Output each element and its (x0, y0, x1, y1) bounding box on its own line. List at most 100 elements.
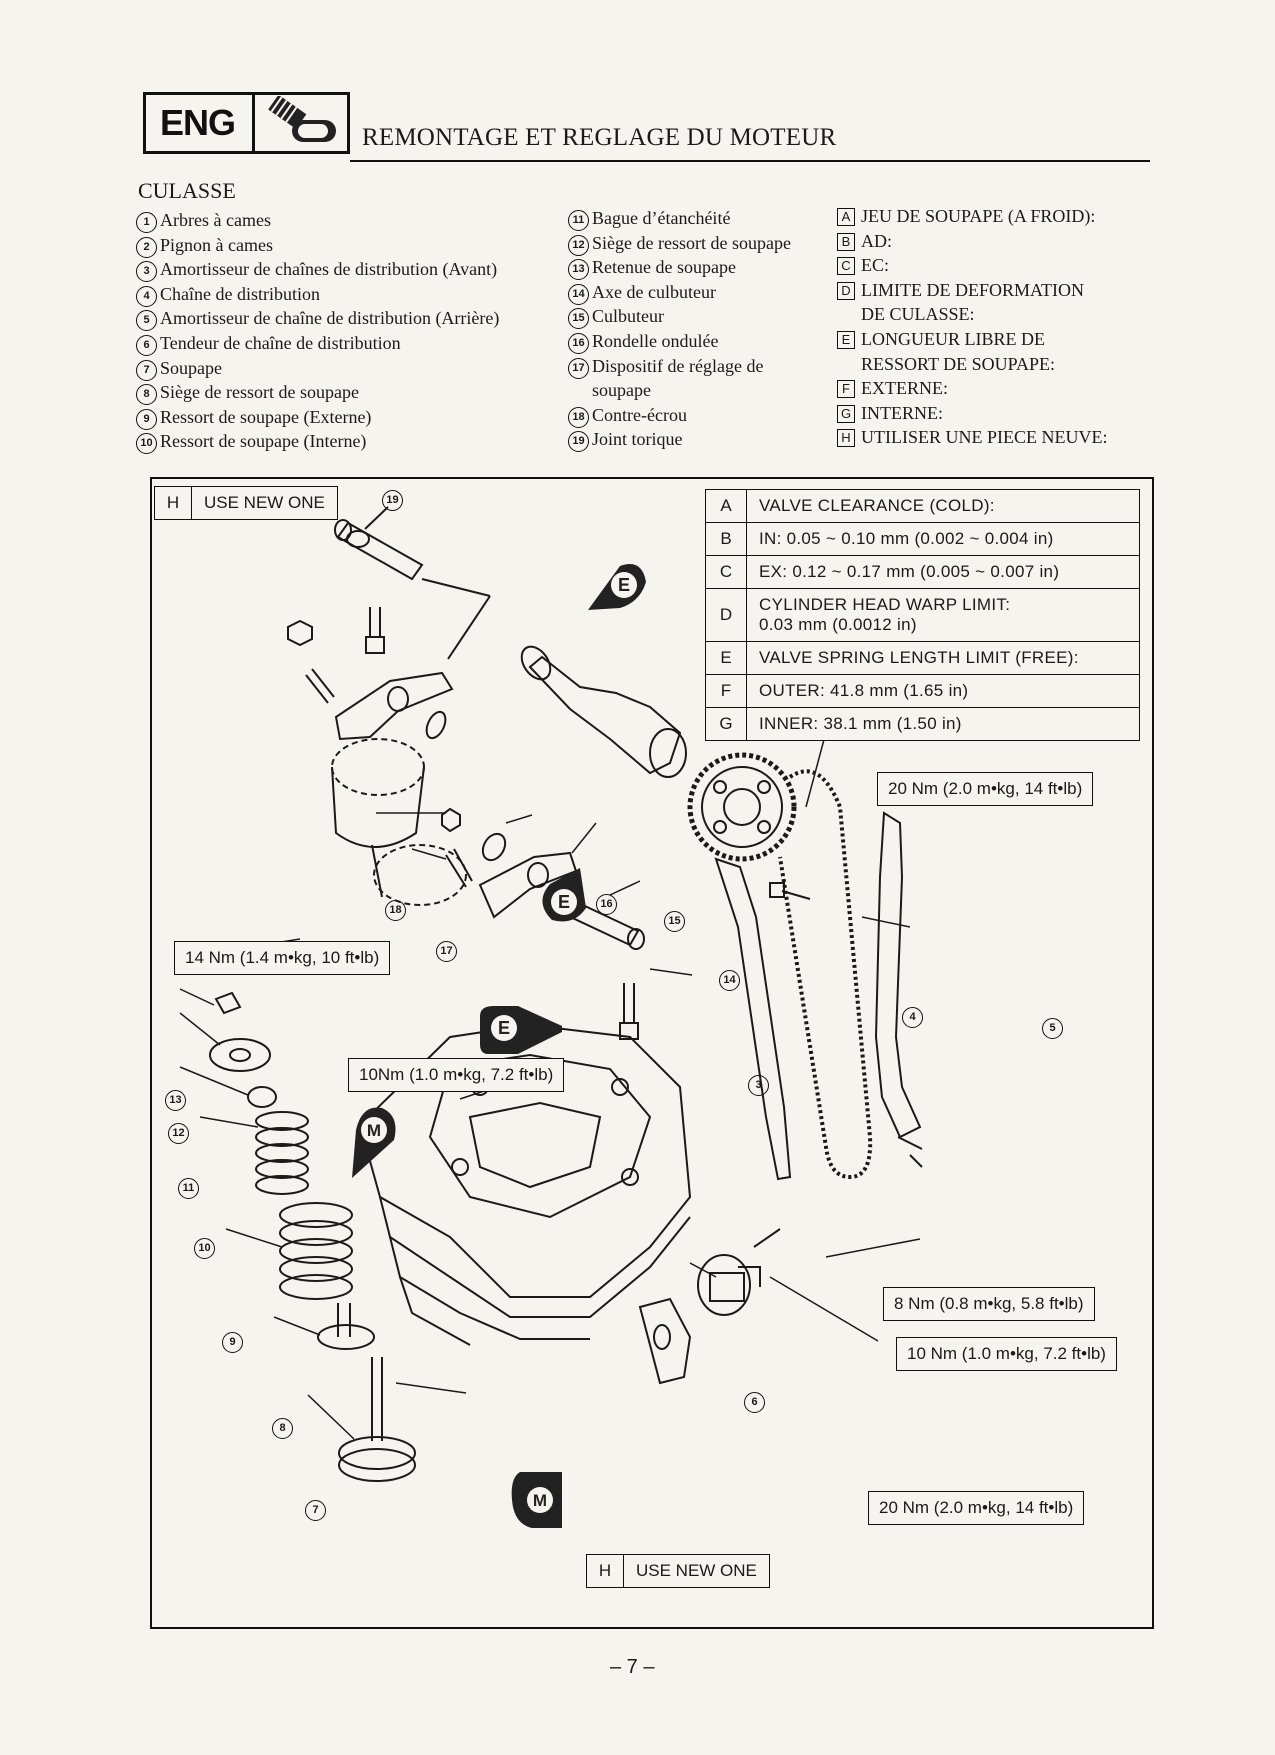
part-number: 5 (136, 310, 157, 332)
svg-text:M: M (533, 1491, 547, 1510)
callout-5: 5 (1042, 1015, 1066, 1039)
part-number: 10 (136, 433, 157, 455)
note-key: A (837, 208, 855, 226)
valve-lifter-drawing (331, 738, 467, 906)
callout-17: 17 (436, 938, 460, 962)
spec-value-cell: EX: 0.12 ~ 0.17 mm (0.005 ~ 0.007 in) (747, 556, 1139, 588)
spec-key: A (706, 490, 747, 522)
item-text: AD: (861, 230, 892, 251)
callout-16: 16 (596, 891, 620, 915)
note-item: DE CULASSE: (837, 303, 975, 325)
part-number: 11 (568, 210, 589, 231)
item-text: Amortisseur de chaînes de distribution (… (160, 259, 498, 280)
spec-value: EX: 0.12 ~ 0.17 mm (0.005 ~ 0.007 in) (759, 562, 1060, 581)
svg-text:E: E (558, 892, 570, 912)
item-text: Ressort de soupape (Interne) (160, 431, 367, 452)
spec-key: B (706, 523, 747, 555)
spec-value-cell: CYLINDER HEAD WARP LIMIT:0.03 mm (0.0012… (747, 589, 1139, 641)
part-number: 14 (568, 283, 589, 305)
inner-spring-drawing (255, 1111, 309, 1195)
spec-value: IN: 0.05 ~ 0.10 mm (0.002 ~ 0.004 in) (759, 529, 1054, 548)
part-number: 3 (136, 261, 157, 283)
callout-13: 13 (165, 1087, 189, 1111)
page-title: REMONTAGE ET REGLAGE DU MOTEUR (362, 124, 837, 151)
header-rule (350, 160, 1150, 162)
spec-key: G (706, 708, 747, 740)
valve-drawing (371, 1357, 383, 1441)
part-number: 8 (136, 384, 157, 406)
spec-row: B IN: 0.05 ~ 0.10 mm (0.002 ~ 0.004 in) (706, 523, 1139, 556)
note-key: C (837, 257, 855, 276)
use-new-one-label-bottom: H USE NEW ONE (586, 1554, 770, 1588)
spec-value-cell: OUTER: 41.8 mm (1.65 in) (747, 675, 1139, 707)
item-text: LONGUEUR LIBRE DE (861, 329, 1045, 349)
item-text: EC: (861, 255, 890, 276)
callout-3: 3 (748, 1072, 772, 1096)
oil-m-icon: M (511, 1472, 562, 1528)
spec-value: VALVE CLEARANCE (COLD): (759, 496, 995, 515)
oil-e-icon: E (542, 868, 586, 922)
rocker-arm-top-drawing (334, 671, 454, 741)
note-key: G (837, 404, 855, 423)
spec-value-cell: VALVE CLEARANCE (COLD): (747, 490, 1139, 522)
torque-label-tensioner-cap: 10 Nm (1.0 m•kg, 7.2 ft•lb) (896, 1337, 1117, 1371)
svg-text:E: E (498, 1018, 510, 1038)
engine-wrench-icon (268, 96, 336, 142)
camshaft-drawing (520, 645, 687, 778)
part-number: 9 (136, 408, 157, 430)
item-text: Rondelle ondulée (592, 331, 719, 351)
item-text: INTERNE: (861, 402, 943, 423)
item-text: Dispositif de réglage de (592, 355, 764, 376)
part-number: 15 (568, 308, 589, 330)
part-number: 13 (568, 259, 589, 281)
item-text: Axe de culbuteur (592, 281, 716, 302)
diagram-frame (150, 477, 1154, 1629)
item-text: Bague d’étanchéité (592, 208, 731, 228)
part-number: 6 (136, 335, 157, 356)
spec-table: A VALVE CLEARANCE (COLD): B IN: 0.05 ~ 0.10… (705, 489, 1140, 741)
item-text: UTILISER UNE PIECE NEUVE: (861, 427, 1108, 448)
spec-value: CYLINDER HEAD WARP LIMIT: (759, 595, 1011, 614)
item-text: Culbuteur (592, 306, 664, 327)
note-key: B (837, 232, 855, 251)
item-text: Ressort de soupape (Externe) (160, 406, 372, 427)
use-new-one-label-top: H USE NEW ONE (154, 486, 338, 520)
svg-text:E: E (618, 575, 630, 595)
chain-guide-rear-drawing (874, 811, 922, 1139)
callout-18: 18 (385, 897, 409, 921)
callout-15: 15 (664, 908, 688, 932)
spec-key: F (706, 675, 747, 707)
item-text: Siège de ressort de soupape (592, 232, 791, 253)
torque-label-shaft-bolt: 10Nm (1.0 m•kg, 7.2 ft•lb) (348, 1058, 565, 1092)
item-text: Siège de ressort de soupape (160, 382, 359, 403)
item-text: JEU DE SOUPAPE (A FROID): (861, 206, 1096, 226)
callout-7: 7 (305, 1497, 329, 1521)
callout-11: 11 (178, 1175, 202, 1199)
callout-14: 14 (719, 967, 743, 991)
callout-6: 6 (744, 1389, 768, 1413)
rocker-shaft-drawing (334, 519, 424, 581)
spec-value-cell: VALVE SPRING LENGTH LIMIT (FREE): (747, 642, 1139, 674)
callout-8: 8 (272, 1415, 296, 1439)
part-number: 2 (136, 236, 157, 258)
